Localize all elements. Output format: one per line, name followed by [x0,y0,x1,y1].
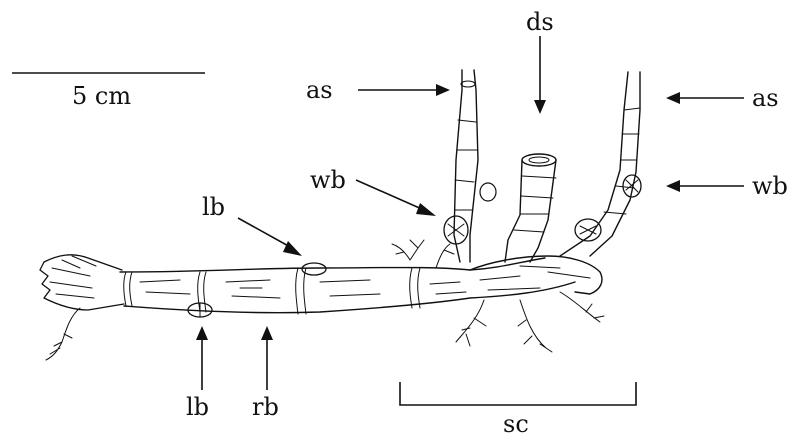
aerial-shoot-right [560,72,640,256]
lb-upper-arrow [238,218,292,248]
dead-shoot-cut-top [522,154,556,166]
label-as-right: as [752,84,779,112]
scale-bar-label: 5 cm [72,82,131,110]
sc-bracket [400,382,636,405]
dead-shoot [505,160,556,262]
shoots [444,70,641,262]
wb-left-arrow [356,180,424,210]
label-lb-lower: lb [186,393,209,421]
label-wb-left: wb [310,166,346,194]
rhizome-body [40,255,602,317]
label-rb: rb [252,393,279,421]
labels: ds as as wb wb lb lb rb sc [186,8,788,434]
label-ds: ds [526,8,554,36]
label-sc: sc [503,410,529,434]
aerial-shoot-left [454,70,478,262]
scale-bar: 5 cm [12,73,205,110]
label-lb-upper: lb [202,193,225,221]
label-as-left: as [306,76,333,104]
label-wb-right: wb [752,172,788,200]
arrows [196,36,744,390]
